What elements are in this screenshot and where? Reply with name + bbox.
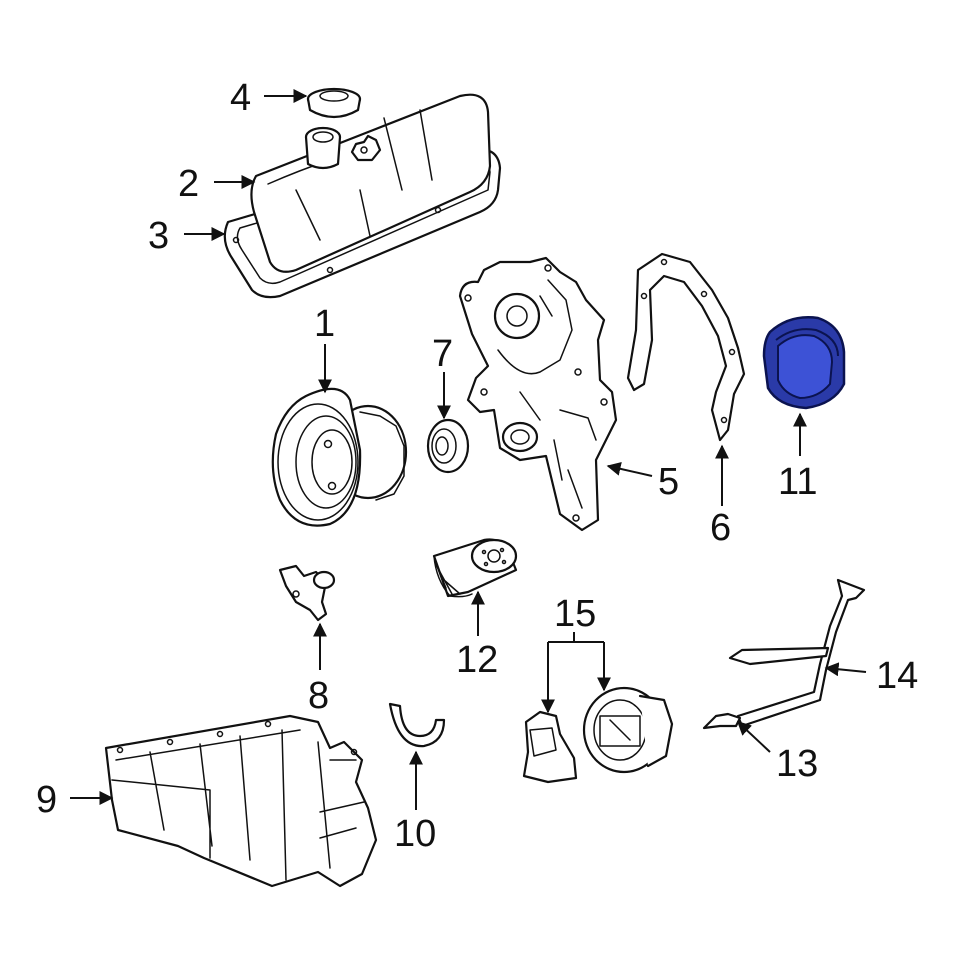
callout-labels: 4 2 3 1 7 5 6 11 12 8 10 9 15 14 13 <box>36 77 918 855</box>
part-8-sensor[interactable] <box>278 564 336 622</box>
part-10-seal-half[interactable] <box>388 702 446 748</box>
callout-8[interactable]: 8 <box>308 675 329 717</box>
callout-3[interactable]: 3 <box>148 215 169 257</box>
part-13-dipstick[interactable] <box>702 712 742 730</box>
part-14-dipstick-tube[interactable] <box>728 578 866 728</box>
part-2-valve-cover[interactable] <box>250 93 492 273</box>
callout-9[interactable]: 9 <box>36 779 57 821</box>
part-6-front-cover-gasket[interactable] <box>626 252 746 442</box>
part-5-timing-cover[interactable] <box>458 256 618 532</box>
callout-11[interactable]: 11 <box>778 461 817 503</box>
callout-15[interactable]: 15 <box>554 593 596 635</box>
callout-14[interactable]: 14 <box>876 655 918 697</box>
callout-10[interactable]: 10 <box>394 813 436 855</box>
part-11-rear-main-seal[interactable] <box>762 316 846 410</box>
part-12-oil-filter[interactable] <box>432 538 518 598</box>
part-7-front-seal[interactable] <box>426 418 470 474</box>
callout-12[interactable]: 12 <box>456 639 498 681</box>
callout-5[interactable]: 5 <box>658 461 679 503</box>
callout-7[interactable]: 7 <box>432 333 453 375</box>
callout-6[interactable]: 6 <box>710 507 731 549</box>
part-9-oil-pan[interactable] <box>104 714 378 888</box>
leader-lines <box>70 89 867 810</box>
part-4-oil-filler-cap[interactable] <box>306 87 362 119</box>
part-15-oil-pump[interactable] <box>522 686 674 784</box>
callout-4[interactable]: 4 <box>230 77 251 119</box>
callout-1[interactable]: 1 <box>314 303 335 345</box>
part-1-crank-pulley[interactable] <box>271 387 408 527</box>
callout-2[interactable]: 2 <box>178 163 199 205</box>
callout-13[interactable]: 13 <box>776 743 818 785</box>
